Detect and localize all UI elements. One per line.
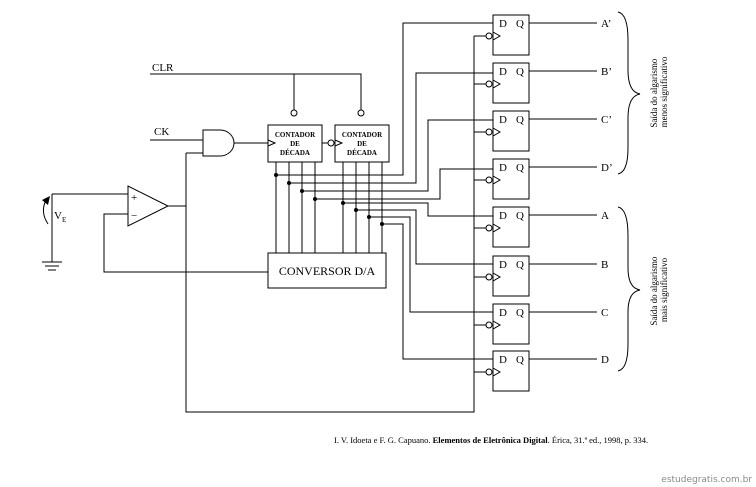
output-label-7: C: [601, 307, 608, 319]
ff-q-label: Q: [516, 66, 524, 78]
svg-text:DÉCADA: DÉCADA: [280, 149, 310, 157]
vin-label: VE: [54, 210, 66, 224]
output-label-4: D’: [601, 162, 613, 174]
output-label-1: A’: [601, 18, 611, 30]
brace-msd: [617, 206, 641, 372]
ff-d-label: D: [499, 66, 507, 78]
ff-q-label: Q: [516, 354, 524, 366]
output-label-2: B’: [601, 66, 612, 78]
svg-text:DÉCADA: DÉCADA: [347, 149, 377, 157]
opamp-minus: −: [131, 210, 137, 222]
output-label-6: B: [601, 259, 608, 271]
dac-label: CONVERSOR D/A: [279, 264, 376, 278]
ground-symbol: [42, 194, 62, 271]
clr-label: CLR: [152, 62, 174, 74]
svg-text:DE: DE: [357, 140, 367, 148]
ck-label: CK: [154, 126, 169, 138]
ff-d-label: D: [499, 210, 507, 222]
ff-q-label: Q: [516, 162, 524, 174]
dac-converter: [267, 252, 387, 289]
ff-q-label: Q: [516, 210, 524, 222]
ff-d-label: D: [499, 114, 507, 126]
ff-q-label: Q: [516, 18, 524, 30]
comparator-opamp: [127, 185, 170, 227]
ff-q-label: Q: [516, 307, 524, 319]
brace-lsd-label: Saída do algarismo menos significativo: [649, 56, 669, 127]
brace-lsd: [617, 11, 641, 175]
ff-q-label: Q: [516, 259, 524, 271]
svg-text:CONTADOR: CONTADOR: [275, 131, 316, 139]
ff-d-label: D: [499, 354, 507, 366]
and-gate: [202, 129, 235, 157]
svg-text:CONTADOR: CONTADOR: [342, 131, 383, 139]
ff-d-label: D: [499, 307, 507, 319]
brace-msd-label: Saída do algarismo mais significativo: [649, 254, 669, 325]
ff-d-label: D: [499, 162, 507, 174]
watermark: estudegratis.com.br: [661, 475, 752, 485]
ff-q-label: Q: [516, 114, 524, 126]
output-label-8: D: [601, 354, 609, 366]
output-label-3: C’: [601, 114, 612, 126]
ff-d-label: D: [499, 259, 507, 271]
svg-text:DE: DE: [290, 140, 300, 148]
citation: I. V. Idoeta e F. G. Capuano. Elementos …: [334, 435, 648, 445]
output-label-5: A: [601, 210, 609, 222]
opamp-plus: +: [131, 192, 137, 204]
ff-d-label: D: [499, 18, 507, 30]
